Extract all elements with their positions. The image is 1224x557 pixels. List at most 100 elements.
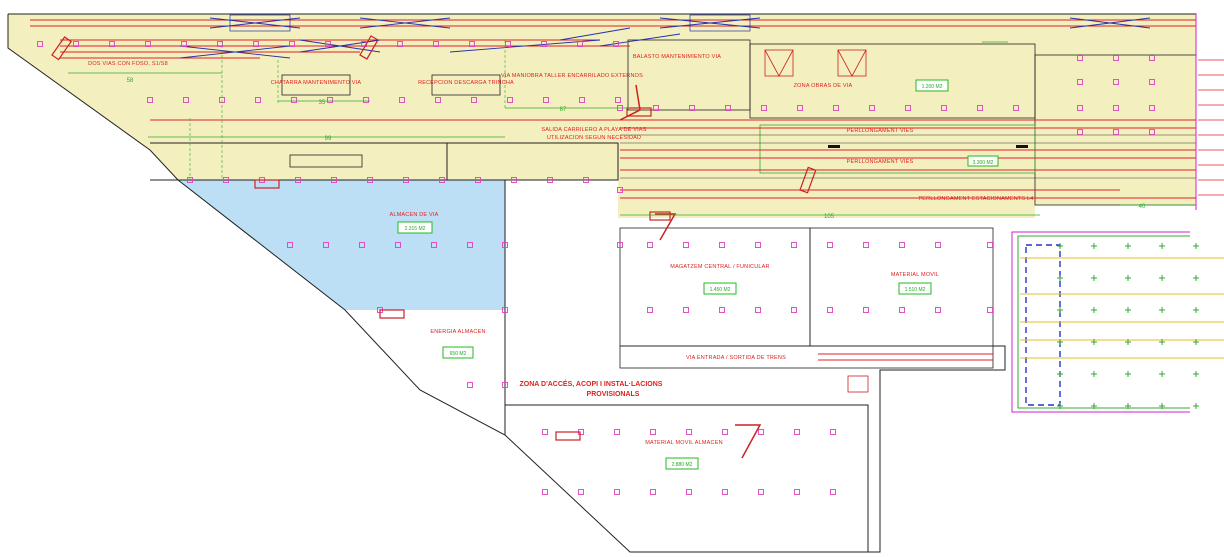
- recepcion-box: [431, 74, 501, 96]
- support-column: [253, 41, 259, 47]
- grid-cross: [1125, 371, 1131, 377]
- perllongament-l4-label: PERLLONGAMENT ESTACIONAMENTS L4: [918, 196, 1033, 202]
- support-column: [794, 429, 800, 435]
- support-column: [395, 242, 401, 248]
- zona-obras-area: 1.200 M2: [922, 84, 943, 90]
- energia-area: 650 M2: [450, 351, 467, 357]
- chatarra-label: CHATARRA MANTENIMENTO VIA: [271, 80, 362, 86]
- via-entrada-strip: [619, 345, 994, 369]
- support-column: [323, 242, 329, 248]
- grid-cross: [1091, 339, 1097, 345]
- grid-cross: [1125, 275, 1131, 281]
- support-column: [755, 242, 761, 248]
- support-column: [758, 489, 764, 495]
- support-column: [719, 242, 725, 248]
- support-column: [502, 382, 508, 388]
- chatarra-box: [281, 74, 351, 96]
- support-column: [1113, 105, 1119, 111]
- support-column: [397, 41, 403, 47]
- support-column: [1077, 105, 1083, 111]
- support-column: [577, 41, 583, 47]
- grid-cross: [1057, 403, 1063, 409]
- switch-frame: [229, 14, 291, 32]
- support-column: [287, 242, 293, 248]
- grid-cross: [1159, 307, 1165, 313]
- support-column: [863, 242, 869, 248]
- material-movil-area-box: [898, 282, 932, 295]
- stair-symbol: [649, 211, 671, 221]
- rail-tracks: [30, 19, 1196, 361]
- grid-cross: [1159, 275, 1165, 281]
- perllongament-label-1: PERLLONGAMENT VIES: [847, 128, 914, 134]
- site-boundary: [7, 14, 881, 553]
- grid-cross: [1091, 243, 1097, 249]
- support-column: [686, 489, 692, 495]
- dimension-87: 87: [560, 107, 567, 113]
- support-column: [1113, 79, 1119, 85]
- support-column: [758, 429, 764, 435]
- salida-label: SALIDA CARRILERO A PLAYA DE VIAS: [541, 127, 646, 133]
- support-column: [614, 429, 620, 435]
- grid-cross: [1125, 339, 1131, 345]
- support-column: [650, 489, 656, 495]
- crossover-switch: [209, 17, 301, 29]
- support-column: [830, 489, 836, 495]
- perllongament-label-2: PERLLONGAMENT VIES: [847, 159, 914, 165]
- gate-symbol: [847, 375, 869, 393]
- support-column: [791, 307, 797, 313]
- support-column: [363, 97, 369, 103]
- east-frame: [1017, 235, 1190, 409]
- support-column: [327, 97, 333, 103]
- perllongament-box: [759, 124, 1036, 174]
- material-movil-area: 1.510 M2: [905, 287, 926, 293]
- support-column: [543, 97, 549, 103]
- grid-cross: [1193, 307, 1199, 313]
- grid-cross: [1057, 371, 1063, 377]
- support-column: [109, 41, 115, 47]
- support-column: [331, 177, 337, 183]
- support-column: [689, 105, 695, 111]
- support-column: [471, 97, 477, 103]
- utilizacion-label: UTILIZACION SEGUN NECESIDAD: [547, 135, 641, 141]
- east-station-grid: [1011, 14, 1224, 413]
- support-column: [475, 177, 481, 183]
- grid-cross: [1125, 243, 1131, 249]
- yard-guide-lines: [189, 40, 506, 180]
- platform-outline: [1025, 244, 1061, 406]
- support-column: [899, 242, 905, 248]
- grid-cross: [1159, 403, 1165, 409]
- support-column: [325, 41, 331, 47]
- buffer-stop: [1016, 145, 1028, 148]
- support-column: [935, 307, 941, 313]
- support-column: [511, 177, 517, 183]
- crossover-switch: [659, 17, 761, 29]
- grid-cross: [1057, 339, 1063, 345]
- stair-ramp: [619, 84, 641, 121]
- support-column: [1077, 55, 1083, 61]
- support-column: [1149, 129, 1155, 135]
- support-column: [1077, 129, 1083, 135]
- energia-area-box: [442, 346, 474, 359]
- support-column: [467, 382, 473, 388]
- zona-acces-label-1: ZONA D'ACCÉS, ACOPI I INSTAL·LACIONS: [520, 379, 663, 388]
- grid-cross: [1091, 371, 1097, 377]
- support-column: [502, 242, 508, 248]
- grid-cross: [1159, 371, 1165, 377]
- support-column: [367, 177, 373, 183]
- crossover-switch: [559, 27, 631, 41]
- acces-east-wall: [879, 345, 1006, 400]
- grid-cross: [1057, 243, 1063, 249]
- support-column: [761, 105, 767, 111]
- energia-label: ENERGIA ALMACEN: [430, 329, 485, 335]
- material-almacen-area-box: [665, 457, 699, 470]
- support-column: [73, 41, 79, 47]
- support-column: [719, 307, 725, 313]
- support-column: [439, 177, 445, 183]
- support-column: [403, 177, 409, 183]
- support-column: [722, 489, 728, 495]
- grid-cross: [1057, 307, 1063, 313]
- material-movil-label: MATERIAL MOVIL: [891, 272, 939, 278]
- stair-ramp: [735, 424, 762, 459]
- equipment-symbols: [51, 35, 1028, 459]
- support-column: [399, 97, 405, 103]
